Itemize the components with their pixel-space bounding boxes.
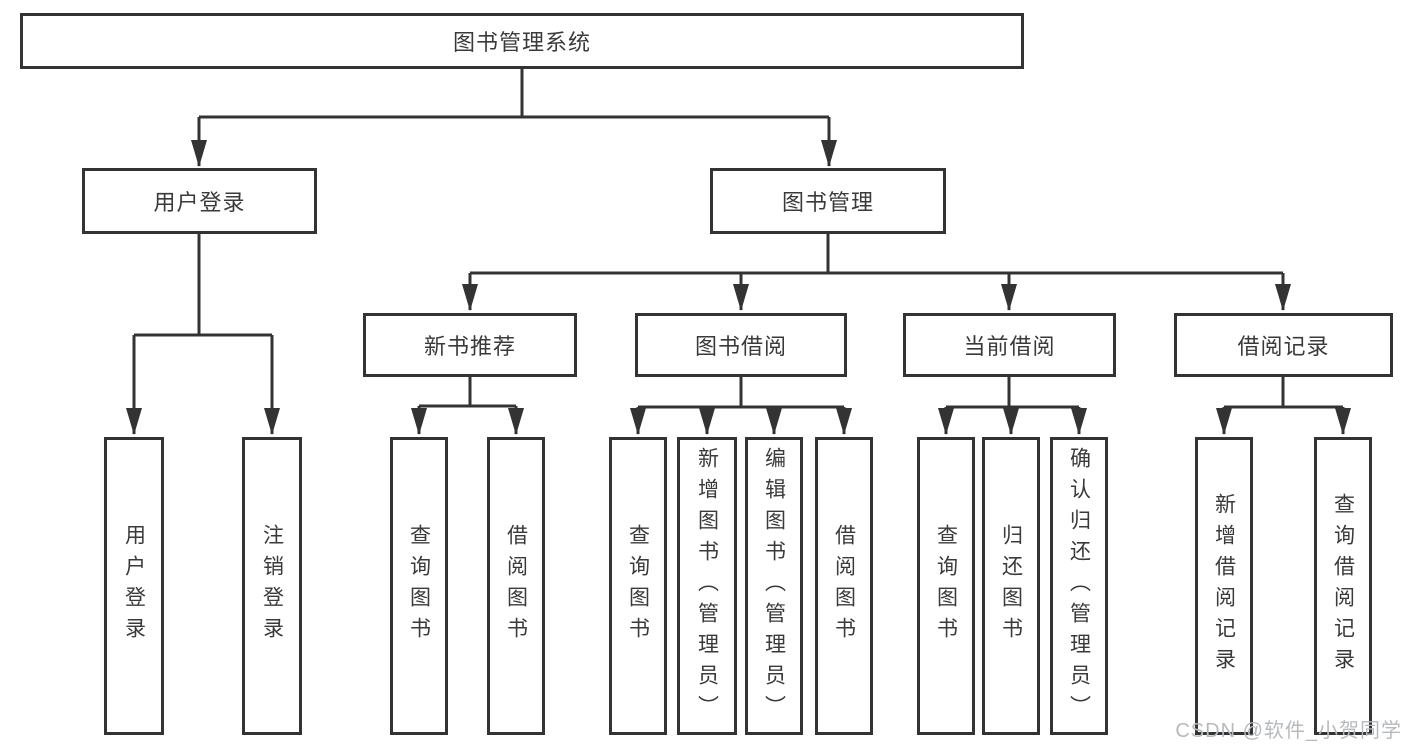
connector-borrow-record-to-leaves xyxy=(1216,377,1351,435)
leaf-recommend-query-book: 查询图书 xyxy=(390,437,448,735)
leaf-record-add-label: 新增借阅记录 xyxy=(1212,493,1236,679)
leaf-record-query: 查询借阅记录 xyxy=(1314,437,1372,735)
leaf-current-return-book-label: 归还图书 xyxy=(999,524,1023,648)
node-user-login: 用户登录 xyxy=(82,168,317,234)
leaf-current-query-book-label: 查询图书 xyxy=(934,524,958,648)
leaf-logout: 注销登录 xyxy=(242,437,302,735)
leaf-current-query-book: 查询图书 xyxy=(917,437,975,735)
node-new-book-recommend: 新书推荐 xyxy=(363,313,577,377)
leaf-record-add: 新增借阅记录 xyxy=(1195,437,1253,735)
leaf-borrow-query-book: 查询图书 xyxy=(609,437,667,735)
leaf-borrow-add-book-label: 新增图书（管理员） xyxy=(695,446,719,726)
leaf-current-confirm-return: 确认归还（管理员） xyxy=(1050,437,1108,735)
leaf-logout-label: 注销登录 xyxy=(260,524,284,648)
leaf-recommend-query-book-label: 查询图书 xyxy=(407,524,431,648)
connector-book-management-to-level3 xyxy=(462,234,1291,311)
leaf-borrow-query-book-label: 查询图书 xyxy=(626,524,650,648)
leaf-record-query-label: 查询借阅记录 xyxy=(1331,493,1355,679)
leaf-recommend-borrow-book: 借阅图书 xyxy=(487,437,545,735)
node-book-borrow: 图书借阅 xyxy=(635,313,847,377)
leaf-user-login-label: 用户登录 xyxy=(122,524,146,648)
connector-current-borrow-to-leaves xyxy=(938,377,1087,435)
leaf-current-confirm-return-label: 确认归还（管理员） xyxy=(1067,446,1091,726)
leaf-borrow-add-book: 新增图书（管理员） xyxy=(677,437,737,735)
node-root: 图书管理系统 xyxy=(20,13,1024,69)
watermark: CSDN @软件_小贺同学 xyxy=(1175,720,1402,742)
leaf-user-login: 用户登录 xyxy=(104,437,164,735)
leaf-borrow-borrow-book-label: 借阅图书 xyxy=(832,524,856,648)
connector-user-login-to-leaves xyxy=(126,234,280,435)
connector-book-borrow-to-leaves xyxy=(630,377,852,435)
node-current-borrow: 当前借阅 xyxy=(903,313,1116,377)
leaf-borrow-edit-book-label: 编辑图书（管理员） xyxy=(762,446,786,726)
leaf-borrow-borrow-book: 借阅图书 xyxy=(815,437,873,735)
connector-root-to-level2 xyxy=(191,69,837,167)
leaf-borrow-edit-book: 编辑图书（管理员） xyxy=(745,437,803,735)
node-book-management: 图书管理 xyxy=(710,168,946,234)
leaf-current-return-book: 归还图书 xyxy=(982,437,1040,735)
node-borrow-record: 借阅记录 xyxy=(1174,313,1393,377)
leaf-recommend-borrow-book-label: 借阅图书 xyxy=(504,524,528,648)
connector-new-book-recommend-to-leaves xyxy=(411,377,524,435)
